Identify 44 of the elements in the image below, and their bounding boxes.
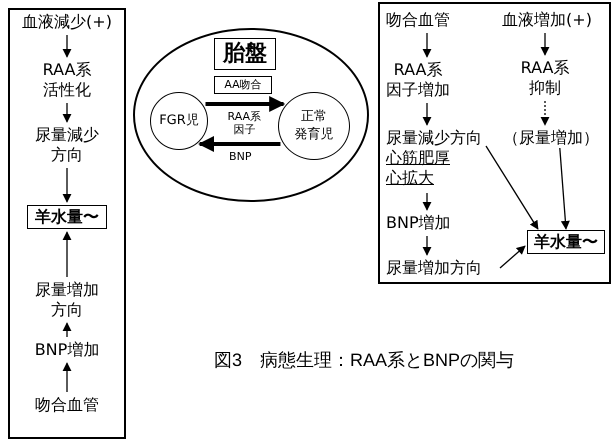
arrow bbox=[198, 136, 280, 152]
panel-frame bbox=[8, 8, 126, 439]
text-label: 吻合血管 bbox=[22, 395, 112, 415]
arrow bbox=[62, 103, 72, 123]
text-label: 吻合血管 bbox=[386, 10, 466, 30]
text-label: （尿量増加） bbox=[496, 128, 606, 148]
arrow bbox=[422, 33, 432, 58]
text-label: BNP増加 bbox=[22, 340, 112, 360]
edge-label: RAA系因子 bbox=[228, 110, 262, 136]
text-label: RAA系因子増加 bbox=[386, 60, 456, 100]
arrow bbox=[485, 146, 538, 230]
ellipse-node: FGR児 bbox=[150, 92, 208, 150]
arrow bbox=[206, 96, 286, 112]
arrow bbox=[540, 33, 550, 56]
arrow bbox=[62, 168, 72, 203]
arrow bbox=[62, 231, 72, 277]
text-label: BNP増加 bbox=[386, 213, 466, 233]
text-label: 尿量減少方向 bbox=[386, 128, 482, 148]
text-label: 血液増加(+) bbox=[488, 10, 606, 30]
caption: 図3 病態生理：RAA系とBNPの関与 bbox=[214, 349, 514, 372]
panel-frame bbox=[378, 2, 611, 284]
result-box: 羊水量〜 bbox=[27, 205, 107, 229]
arrow bbox=[62, 35, 72, 58]
edge-label: BNP bbox=[229, 150, 252, 163]
arrow bbox=[500, 245, 526, 268]
arrow bbox=[422, 236, 432, 256]
text-label: 尿量増加方向 bbox=[22, 280, 112, 320]
ellipse-node: 正常発育児 bbox=[278, 92, 350, 160]
arrow bbox=[62, 362, 72, 392]
text-label: 尿量減少方向 bbox=[22, 125, 112, 165]
arrow bbox=[62, 322, 72, 337]
title-box: 胎盤 bbox=[214, 38, 276, 70]
text-label: RAA系活性化 bbox=[27, 60, 107, 100]
label-box: AA吻合 bbox=[214, 76, 272, 94]
arrow bbox=[559, 148, 570, 230]
result-box: 羊水量〜 bbox=[527, 230, 605, 254]
text-label: RAA系抑制 bbox=[510, 58, 580, 98]
arrow bbox=[422, 193, 432, 211]
text-label: 血液減少(+) bbox=[12, 12, 122, 32]
text-label: 心拡大 bbox=[386, 168, 434, 188]
arrow bbox=[540, 101, 550, 126]
text-label: 心筋肥厚 bbox=[386, 148, 450, 168]
arrow bbox=[422, 103, 432, 126]
text-label: 尿量増加方向 bbox=[386, 258, 498, 278]
